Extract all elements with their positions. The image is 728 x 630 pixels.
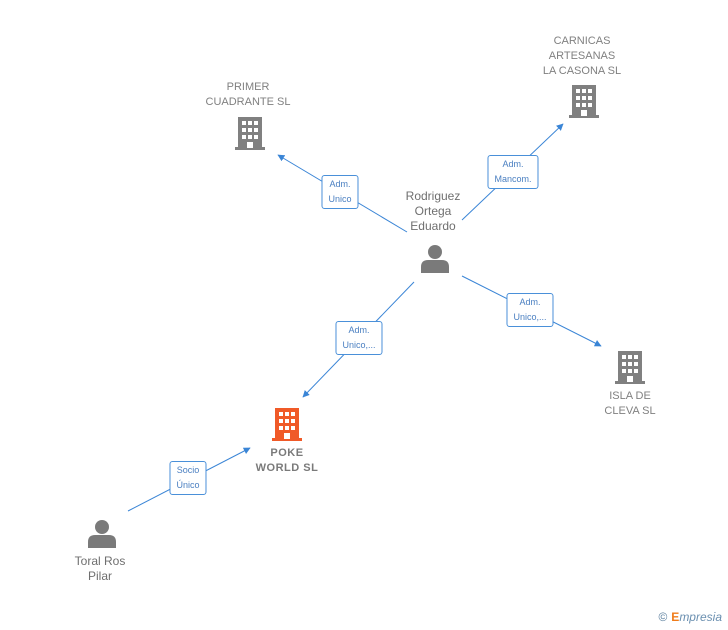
brand-name: mpresia bbox=[679, 610, 722, 624]
person-icon[interactable] bbox=[421, 245, 449, 273]
building-icon[interactable] bbox=[235, 117, 265, 150]
node-label-carnicas[interactable]: CARNICAS ARTESANAS LA CASONA SL bbox=[542, 35, 622, 77]
edge-label-adm-unico-poke: Adm. Unico,... bbox=[335, 321, 383, 355]
person-icon[interactable] bbox=[88, 520, 116, 548]
edge-label-socio-unico: Socio Único bbox=[169, 461, 207, 495]
node-label-rodriguez[interactable]: Rodriguez Ortega Eduardo bbox=[405, 189, 461, 233]
edge-label-adm-mancom: Adm. Mancom. bbox=[487, 155, 539, 189]
edge-label-adm-unico-isla: Adm. Unico,... bbox=[506, 293, 554, 327]
brand-initial: E bbox=[671, 610, 680, 624]
building-icon[interactable] bbox=[615, 351, 645, 384]
node-label-poke-world[interactable]: POKE WORLD SL bbox=[255, 447, 319, 474]
node-label-primer-cuadrante[interactable]: PRIMER CUADRANTE SL bbox=[205, 81, 291, 108]
building-icon[interactable] bbox=[569, 85, 599, 118]
building-icon-main[interactable] bbox=[272, 408, 302, 441]
edge-label-adm-unico-primer: Adm. Unico bbox=[321, 175, 359, 209]
node-label-isla-de-cleva[interactable]: ISLA DE CLEVA SL bbox=[604, 390, 656, 417]
empresia-logo: ©Empresia bbox=[658, 610, 722, 624]
node-label-toral-ros[interactable]: Toral Ros Pilar bbox=[74, 554, 126, 583]
copyright-symbol: © bbox=[658, 610, 668, 624]
